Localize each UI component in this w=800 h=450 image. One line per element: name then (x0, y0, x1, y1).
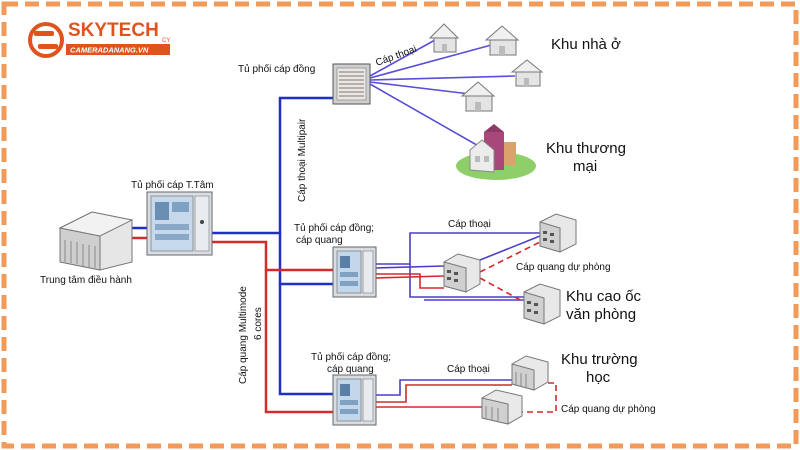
label-office-area-1: Khu cao ốc (566, 288, 642, 305)
house-3 (510, 59, 544, 87)
commercial-area (456, 124, 536, 180)
label-multimode-fiber-2: 6 cores (253, 307, 264, 340)
fiber-trunk (125, 236, 333, 414)
bottom-lines (376, 379, 557, 413)
label-fiber-cabinet-mid-2: cáp quang (296, 235, 343, 246)
label-commercial-area-1: Khu thương (546, 140, 626, 157)
label-multimode-fiber-1: Cáp quang Multimode (238, 286, 249, 384)
label-fiber-cabinet-bottom-1: Tủ phối cáp đồng; (311, 351, 391, 363)
label-fiber-cabinet-bottom-2: cáp quang (327, 364, 374, 375)
logo-s-icon (28, 22, 64, 58)
label-commercial-area-2: mại (573, 158, 597, 175)
fiber-cabinet-bottom (332, 374, 377, 426)
label-central-cabinet: Tủ phối cáp T.Tâm (131, 179, 214, 191)
house-4 (460, 81, 496, 112)
brand-site-bar (66, 44, 170, 55)
house-2 (484, 25, 520, 56)
school-building-a (511, 355, 549, 391)
label-office-area-2: văn phòng (566, 306, 636, 323)
brand-name: SKYTECH (68, 20, 159, 41)
label-residential-area: Khu nhà ở (551, 36, 621, 53)
office-building-c (523, 283, 561, 325)
label-multipair-cable: Cáp thoại Multipair (297, 118, 308, 202)
school-building-b (481, 389, 523, 425)
operation-center-building (58, 211, 134, 271)
office-building-a (539, 213, 577, 253)
label-operation-center: Trung tâm điều hành (40, 274, 132, 286)
label-phone-cable-bottom: Cáp thoại (447, 364, 490, 375)
fiber-cabinet-mid (332, 246, 377, 298)
phone-lines-top (369, 34, 516, 149)
brand-site: CAMERADANANG.VN (70, 46, 149, 55)
central-cabinet (146, 191, 213, 256)
brand-logo: SKYTECH CY CAMERADANANG.VN (28, 20, 170, 58)
office-building-b (443, 253, 481, 293)
label-backup-fiber-mid: Cáp quang dự phòng (516, 262, 611, 273)
label-school-area-2: học (586, 369, 611, 386)
label-fiber-cabinet-mid-1: Tủ phối cáp đồng; (294, 222, 374, 234)
mid-lines (375, 232, 541, 303)
copper-cabinet-top (332, 63, 371, 105)
brand-sup: CY (162, 38, 170, 44)
house-1 (428, 23, 460, 53)
label-backup-fiber-bottom: Cáp quang dự phòng (561, 404, 656, 415)
label-copper-cabinet-top: Tủ phối cáp đồng (238, 63, 315, 75)
label-phone-cable-top: Cáp thoại (374, 44, 418, 69)
label-phone-cable-mid: Cáp thoại (448, 219, 491, 230)
label-school-area-1: Khu trường (561, 351, 638, 368)
